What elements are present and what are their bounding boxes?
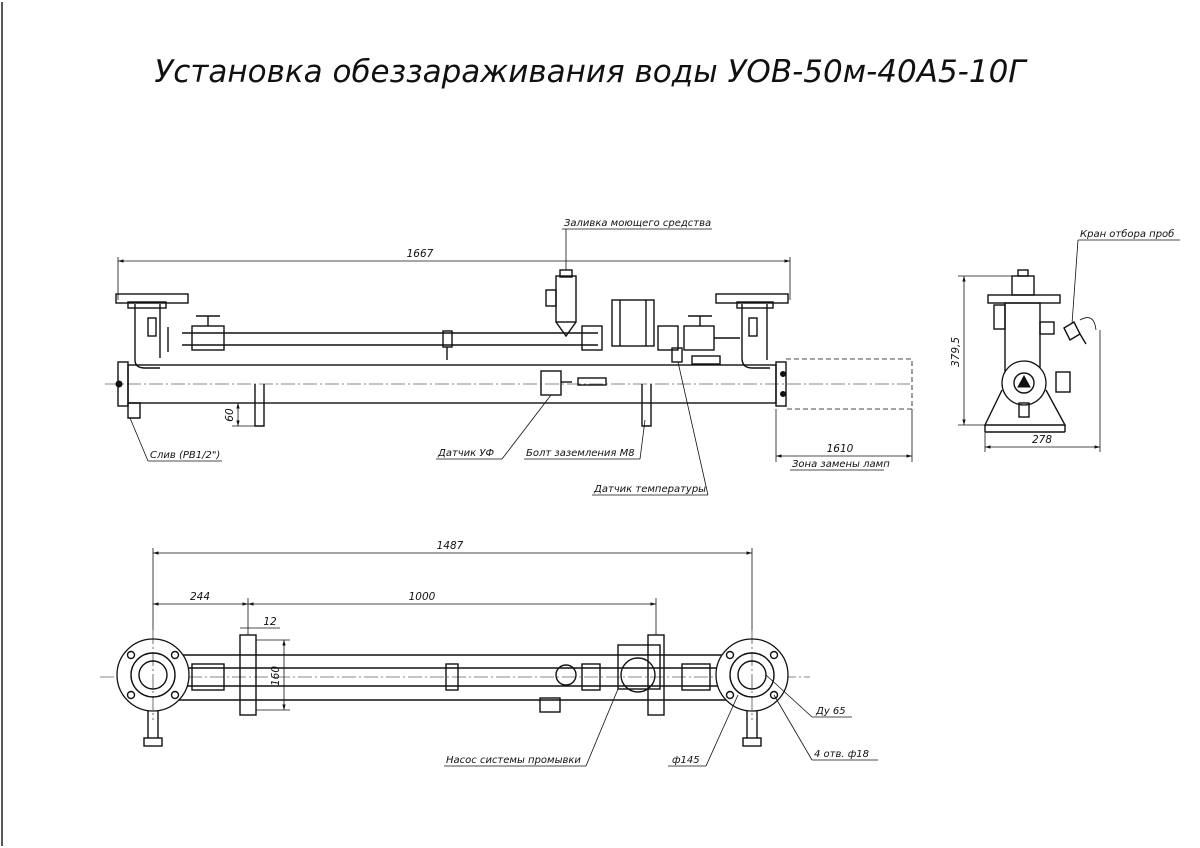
top-detergent-fill <box>555 664 577 686</box>
top-flange-right-hole-3 <box>725 690 735 700</box>
label-holes: 4 отв. ф18 <box>814 749 869 760</box>
dim-top-spacing: 1000 <box>409 591 436 603</box>
flush-pump-body <box>611 299 655 347</box>
ball-valve-left <box>191 325 225 351</box>
side-flange <box>987 294 1061 304</box>
side-flange-neck <box>1011 275 1035 296</box>
dim-overall-length: 1667 <box>407 248 434 260</box>
ball-valve-right <box>683 325 715 351</box>
sample-valve-spout <box>1079 333 1087 345</box>
label-lamp-zone: Зона замены ламп <box>792 459 890 470</box>
support-left <box>254 384 265 427</box>
outlet-pipe-right <box>741 304 770 369</box>
pump-coupling-right <box>657 325 679 351</box>
dim-top-offset: 244 <box>190 591 210 603</box>
dim-lamp-zone: 1610 <box>827 443 854 455</box>
label-flush-pump: Насос системы промывки <box>446 755 581 766</box>
side-lamp-socket-mark <box>1017 374 1031 388</box>
top-flush-pump <box>617 644 661 690</box>
top-drain-right-stem <box>746 711 758 738</box>
top-ball-valve-left <box>191 663 225 691</box>
dim-drain-height: 60 <box>224 408 236 422</box>
dim-top-bracket: 12 <box>263 616 277 628</box>
top-drain-left-valve <box>143 737 163 747</box>
top-flange-left-hole-2 <box>170 650 180 660</box>
sample-valve-handle <box>1079 317 1097 331</box>
support-right <box>641 384 652 427</box>
top-support-right <box>647 634 665 716</box>
label-temp-sensor: Датчик температуры <box>593 484 706 495</box>
leader-flush-pump <box>585 688 619 767</box>
flange-left <box>115 293 189 304</box>
detergent-fill-side-valve <box>545 289 557 307</box>
drain-elbow <box>127 402 141 419</box>
top-drain-left-stem <box>147 711 159 738</box>
vent-valve-right <box>748 317 758 337</box>
label-ground-bolt: Болт заземления М8 <box>526 448 635 459</box>
top-view: 1487 244 1000 12 160 Насос системы промы… <box>100 540 878 767</box>
side-valve-left <box>993 304 1006 330</box>
top-wash-fitting <box>445 663 459 691</box>
label-dn: Ду 65 <box>815 706 846 717</box>
leader-flange-dia <box>705 694 739 767</box>
top-drain-right-valve <box>742 737 762 747</box>
side-uv-sensor <box>1055 371 1071 393</box>
label-drain: Слив (РВ1/2") <box>150 450 220 461</box>
label-sample-valve: Кран отбора проб <box>1080 228 1174 240</box>
top-flange-right-hole-4 <box>769 690 779 700</box>
top-flange-left-hole-1 <box>126 650 136 660</box>
end-cap-right <box>775 361 787 407</box>
top-pump-coupling <box>581 663 601 691</box>
leader-holes <box>773 694 813 761</box>
inlet-pipe-left <box>134 304 161 369</box>
side-top-cap <box>1017 269 1029 277</box>
label-uv-sensor: Датчик УФ <box>437 448 494 459</box>
drawing-title: Установка обеззараживания воды УОВ-50м-4… <box>154 54 1028 90</box>
label-detergent-fill: Заливка моющего средства <box>564 218 711 229</box>
uv-sensor-box <box>540 370 562 396</box>
top-uv-sensor <box>539 697 561 713</box>
temp-sensor-body <box>671 347 683 363</box>
ground-bolt <box>577 377 607 386</box>
top-flange-right-hole-2 <box>769 650 779 660</box>
top-flange-left-hole-4 <box>170 690 180 700</box>
leader-ground-bolt <box>639 419 646 460</box>
side-stand <box>983 389 1067 426</box>
leader-uv-sensor <box>501 394 552 460</box>
detergent-fill-column <box>555 275 577 323</box>
dim-side-height: 379,5 <box>950 337 962 367</box>
end-cap-bolt-left <box>115 380 123 388</box>
top-flange-right-hole-1 <box>725 650 735 660</box>
vent-valve-left <box>147 317 157 337</box>
side-drain <box>1018 402 1030 418</box>
end-cap-bolt-right-2 <box>780 391 786 397</box>
sample-valve-body <box>1063 321 1081 341</box>
leader-dn <box>765 674 813 718</box>
top-support-left <box>239 634 257 716</box>
top-ball-valve-right <box>681 663 711 691</box>
leader-drain <box>129 417 149 462</box>
side-lamp-socket <box>1013 372 1035 394</box>
dim-top-length: 1487 <box>437 540 464 552</box>
detergent-fill-cone <box>555 321 577 338</box>
flange-right <box>715 293 789 304</box>
dim-top-bracket-width: 160 <box>270 666 282 686</box>
leader-sample-valve <box>1071 239 1079 325</box>
pump-coupling <box>581 325 603 351</box>
end-cap-bolt-right-1 <box>780 371 786 377</box>
side-view: 379,5 278 Кран отбора проб <box>950 228 1180 452</box>
dim-side-width: 278 <box>1032 434 1052 446</box>
label-flange-dia: ф145 <box>672 755 700 766</box>
leader-temp-sensor <box>677 361 709 496</box>
front-view: 1667 60 1610 Зона замены ламп Заливка мо… <box>105 218 913 496</box>
top-flange-left-hole-3 <box>126 690 136 700</box>
top-flush-pump-motor <box>620 657 656 693</box>
side-valve-right <box>1039 321 1055 335</box>
flange-neck-right <box>736 301 774 309</box>
flange-neck-left <box>127 301 167 309</box>
temp-sensor-connector <box>691 355 721 365</box>
